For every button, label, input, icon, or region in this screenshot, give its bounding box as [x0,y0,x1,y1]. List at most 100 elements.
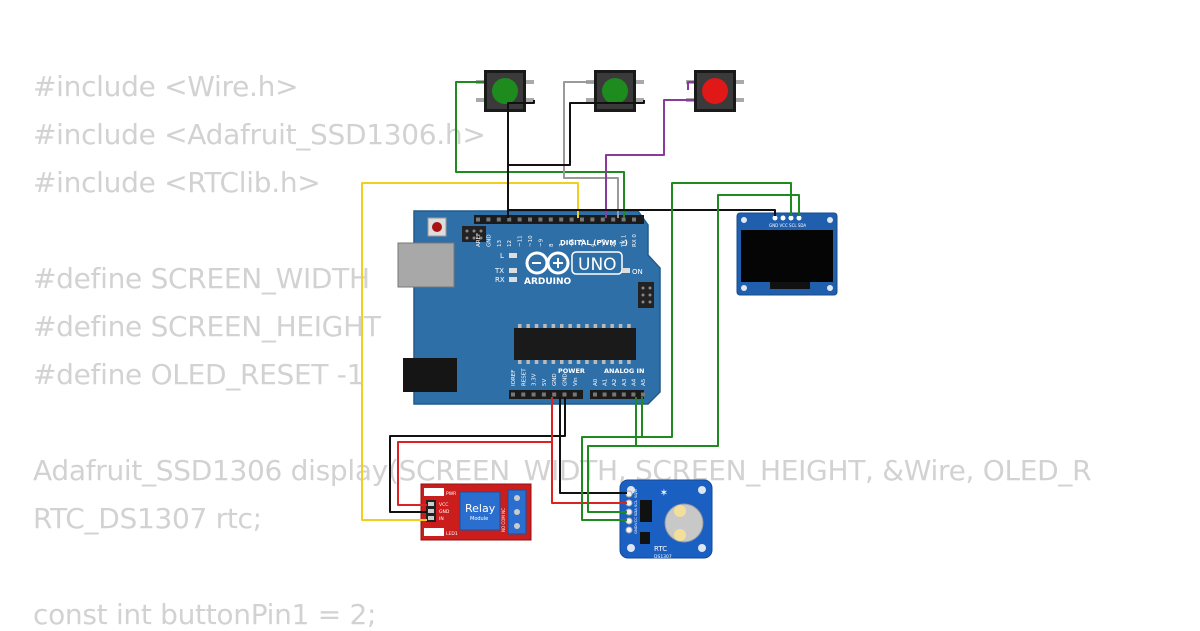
code-line: RTC_DS1307 rtc; [33,502,262,535]
button-cap [492,78,518,104]
chip-pin [610,360,614,364]
power-pin-label: 3.3V [532,373,538,386]
analog-pin [602,392,607,397]
relay-block [459,491,501,531]
analog-label: ANALOG IN [604,367,644,375]
digital-pin [590,217,595,222]
button-cap [602,78,628,104]
wire-red-relay-vcc [397,397,553,506]
on-label: ON [632,268,643,276]
rtc-crystal [640,532,650,544]
chip-pin [543,324,547,328]
pushbutton-green-1[interactable] [476,70,534,112]
power-label: POWER [558,367,585,375]
atmega-chip [514,324,636,364]
wire-purple-button3 [605,99,694,218]
tx-label: TX [494,267,504,275]
power-pin-label: GND [552,373,558,386]
digital-pin [538,217,543,222]
wire-black-button2 [508,100,645,166]
chip-pin [602,360,606,364]
rtc-chip [640,500,652,522]
chip-pin [585,324,589,328]
digital-pin [569,217,574,222]
led-l [509,253,517,258]
uno-logo-box [571,251,623,275]
wire-black-relay-gnd [389,397,566,513]
icsp-header [462,226,486,242]
vcc-pin-label: VCC [439,502,448,508]
wire-red-rtc-vcc [551,442,627,504]
chip-pin [618,360,623,364]
code-line: #define OLED_RESET -1 [33,358,365,391]
power-pin [541,392,546,397]
chip-pin [543,360,547,364]
relay-module[interactable]: PWR LED1 VCC GND IN Relay Module NO COM … [420,483,532,541]
power-pin [531,392,536,397]
power-pin-label: IOREF [511,370,517,386]
code-line: #include <RTClib.h> [33,166,321,199]
pushbutton-green-2[interactable] [586,70,644,112]
rtc-pin-label: SQW [633,489,638,498]
digital-pin-label: ~6 [570,238,576,247]
analog-pin-label: A1 [603,379,609,386]
rtc-pin-label: SCL [633,499,638,507]
code-line: #include <Adafruit_SSD1306.h> [33,118,486,151]
code-line: Adafruit_SSD1306 display(SCREEN_WIDTH, S… [33,454,1092,487]
uno-logo: UNO [578,255,617,275]
led-on [622,268,630,273]
power-pin [572,392,577,397]
power-pin [511,392,515,397]
power-pin [562,392,567,397]
wire-green-rtc-sda [587,445,636,513]
code-line: const int buttonPin1 = 2; [33,598,377,631]
digital-pin [580,217,584,222]
power-pin-label: GND [563,373,569,386]
chip-pin [593,324,598,328]
digital-pin [548,217,553,222]
digital-pin-label: ~10 [528,235,534,247]
chip-pin [560,324,564,328]
analog-pin-label: A5 [641,378,647,386]
in-pin-label: IN [439,516,444,522]
led1-label: LED1 [446,531,458,537]
digital-pin [486,217,491,222]
pwr-led-label: PWR [446,491,456,497]
power-pin-label: 5V [542,379,548,386]
digital-pin-label: ~9 [538,238,544,247]
chip-pin [534,324,539,328]
wire-green-rtc-scl [581,436,642,521]
analog-header [590,390,644,399]
chip-pin [568,360,572,364]
rx-label: RX [495,276,505,284]
chip-pin [610,324,614,328]
oled-pin-labels: GND VCC SCL SDA [769,223,806,228]
pushbutton-red[interactable] [686,70,744,112]
chip-pin [627,324,631,328]
wire-green-oled-scl [641,182,792,438]
chip-pin [593,360,598,364]
chip-pin [526,324,530,328]
digital-pin [621,217,626,222]
digital-pin-label: RX 0 [632,234,638,247]
arduino-logo-icon [525,251,570,275]
wire-black-rtc-gnd [559,397,627,494]
digital-pin [517,217,522,222]
chip-pin [518,324,522,328]
digital-header [474,215,644,224]
chip-pin [560,360,564,364]
gnd-pin-label: GND [439,509,450,515]
chip-pin [534,360,539,364]
oled-display[interactable]: GND VCC SCL SDA [736,212,838,296]
terminal-labels: NO COM NC [501,508,506,532]
code-line: #define SCREEN_WIDTH [33,262,370,295]
digital-pin [476,217,480,222]
analog-pin [612,392,617,397]
rtc-pin-label: SDA [633,508,638,516]
digital-pin [611,217,616,222]
chip-pin [602,324,606,328]
analog-pin-label: A3 [622,378,628,386]
